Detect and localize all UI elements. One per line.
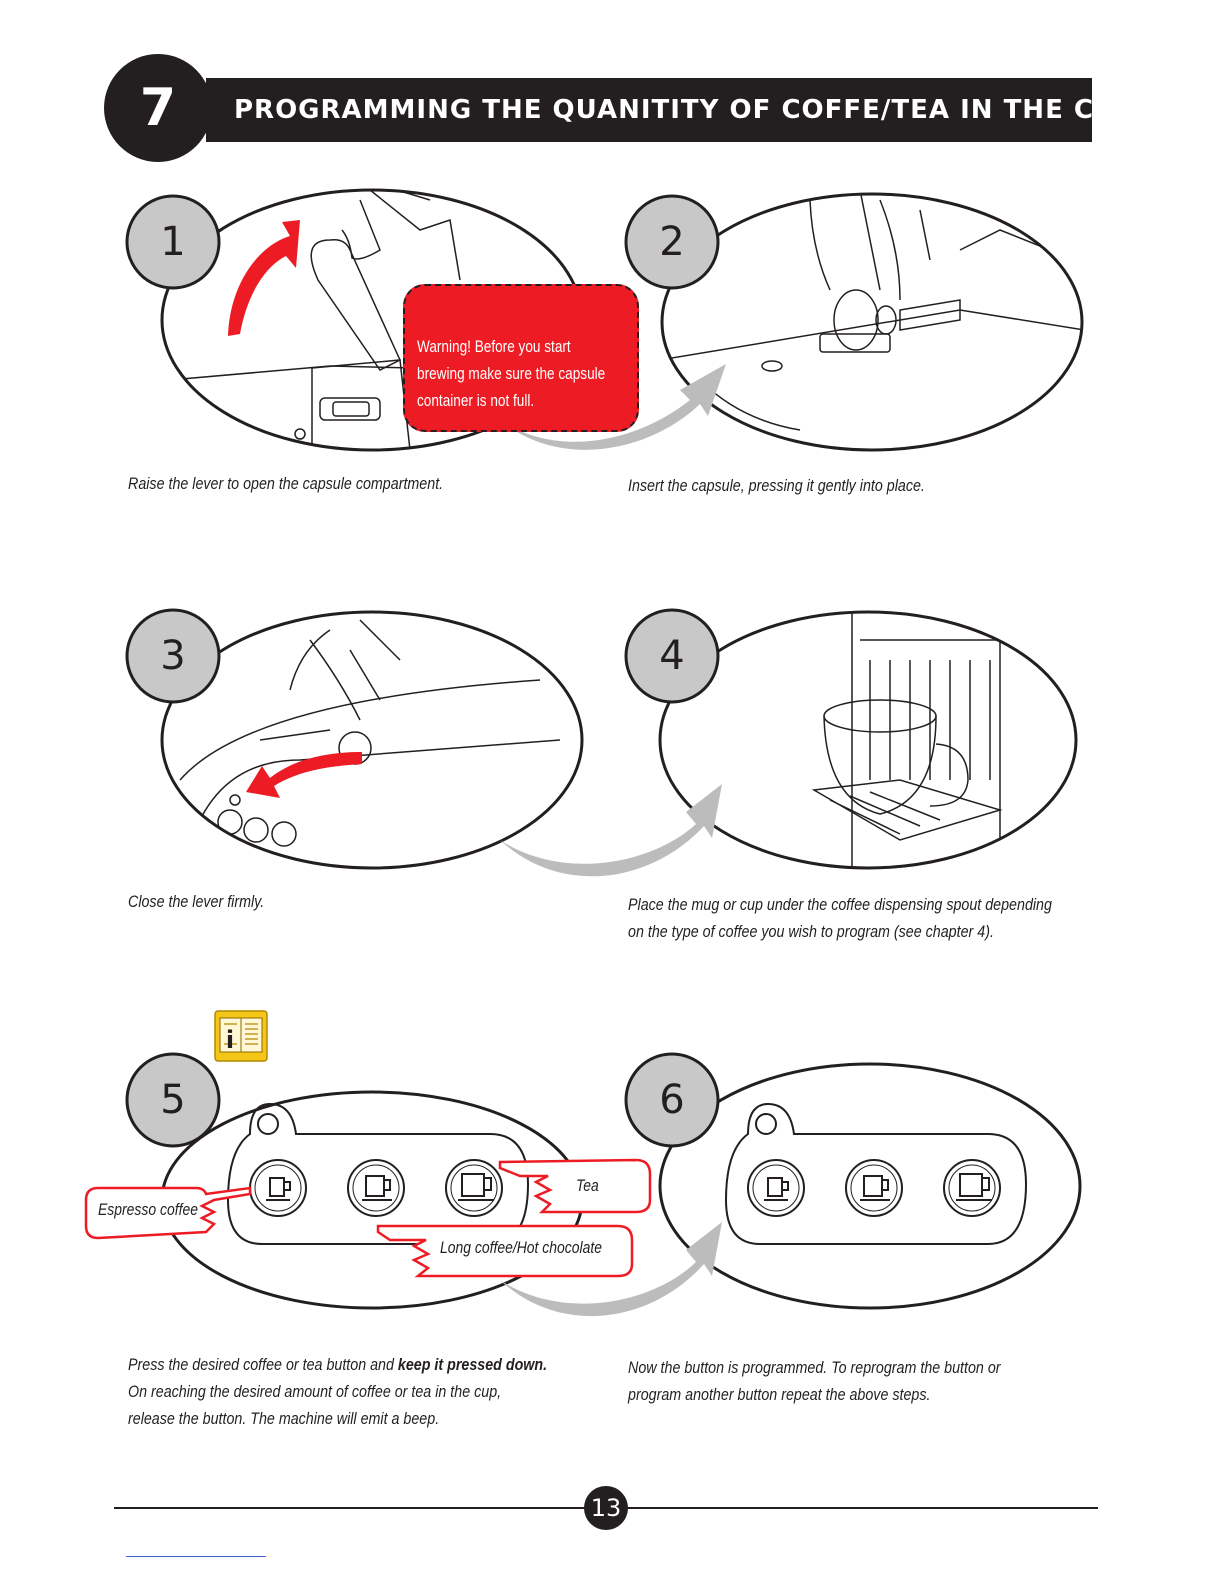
step3-number: 3: [127, 610, 219, 702]
espresso-button-icon: [250, 1160, 306, 1216]
caption-line: Place the mug or cup under the coffee di…: [628, 891, 1052, 918]
svg-text:i: i: [226, 1026, 234, 1054]
caption-line: program another button repeat the above …: [628, 1381, 1001, 1408]
step6-number: 6: [626, 1054, 718, 1146]
step4-number: 4: [626, 610, 718, 702]
tea-button-icon: [446, 1160, 502, 1216]
long-coffee-button-icon: [348, 1160, 404, 1216]
step3-caption: Close the lever firmly.: [128, 888, 264, 915]
next-arrow-2-icon: [500, 784, 722, 876]
long-coffee-label: Long coffee/Hot chocolate: [440, 1238, 602, 1258]
warning-text: Warning! Before you start brewing make s…: [417, 333, 605, 414]
step2-caption: Insert the capsule, pressing it gently i…: [628, 472, 925, 499]
step4-caption: Place the mug or cup under the coffee di…: [628, 891, 1052, 945]
step6-caption: Now the button is programmed. To reprogr…: [628, 1354, 1001, 1408]
step2-number: 2: [626, 196, 718, 288]
caption-line: on the type of coffee you wish to progra…: [628, 918, 1052, 945]
caption-line: Press the desired coffee or tea button a…: [128, 1355, 398, 1374]
up-arrow-icon: [228, 220, 300, 336]
caption-line: On reaching the desired amount of coffee…: [128, 1378, 547, 1405]
info-book-icon: i: [214, 1010, 268, 1062]
step1-number: 1: [127, 196, 219, 288]
step1-caption: Raise the lever to open the capsule comp…: [128, 470, 443, 497]
page-number: 13: [584, 1486, 628, 1530]
warning-line: brewing make sure the capsule: [417, 360, 605, 387]
caption-line: Now the button is programmed. To reprogr…: [628, 1354, 1001, 1381]
caption-line: release the button. The machine will emi…: [128, 1405, 547, 1432]
warning-line: container is not full.: [417, 387, 605, 414]
step5-caption: Press the desired coffee or tea button a…: [128, 1351, 547, 1432]
tea-label: Tea: [576, 1176, 599, 1196]
caption-emphasis: keep it pressed down.: [398, 1355, 547, 1374]
espresso-label: Espresso coffee: [98, 1200, 198, 1220]
down-arrow-icon: [246, 752, 362, 798]
warning-line: Warning! Before you start: [417, 333, 605, 360]
footer-link-underline: [126, 1556, 266, 1557]
step5-number: 5: [127, 1054, 219, 1146]
tea-callout: [500, 1160, 650, 1212]
